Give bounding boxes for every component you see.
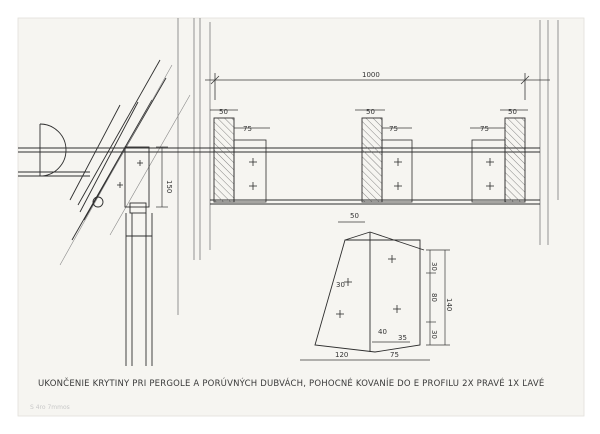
post-right-width: 50 [508, 108, 517, 116]
pencil-note: S 4ro 7mmos [30, 404, 70, 411]
roof-end-detail [18, 59, 210, 366]
roof-end-dimension [156, 146, 168, 208]
gap-right-width: 75 [480, 125, 489, 133]
plate-dimension-lines [300, 221, 450, 361]
section-height-label: 150 [165, 180, 173, 193]
gap-middle-width: 75 [389, 125, 398, 133]
post-dimension-lines [210, 109, 528, 129]
plate-bottom-b-label: 35 [398, 334, 407, 342]
paper-sheet [17, 17, 585, 417]
plate-hole-offset-label: 30 [336, 281, 345, 289]
gap-left-width: 75 [243, 125, 252, 133]
overall-dimension [205, 73, 550, 100]
post-left [213, 117, 235, 203]
post-middle-width: 50 [366, 108, 375, 116]
drawing-caption: Ukončenie krytiny pri pergole a porúvnýc… [38, 379, 545, 389]
plate-height-lower-label: 30 [430, 330, 438, 339]
plate-bottom-a-label: 40 [378, 328, 387, 336]
plate-hole-marks [336, 255, 401, 318]
bolt-marks [249, 158, 494, 190]
plate-top-label: 50 [350, 212, 359, 220]
post-middle [361, 117, 383, 203]
post-right [504, 117, 526, 203]
connection-plates [233, 139, 506, 203]
plate-right-width-label: 75 [390, 351, 399, 359]
plate-detail [314, 231, 425, 353]
overall-width-label: 1000 [362, 71, 380, 79]
plate-left-width-label: 120 [335, 351, 348, 359]
roof-end-bolts [117, 160, 143, 188]
post-left-width: 50 [219, 108, 228, 116]
plate-height-upper-label: 30 [430, 262, 438, 271]
plate-total-height-label: 140 [445, 298, 453, 311]
plate-height-middle-label: 80 [430, 293, 438, 302]
vertical-construction-lines [177, 18, 559, 315]
